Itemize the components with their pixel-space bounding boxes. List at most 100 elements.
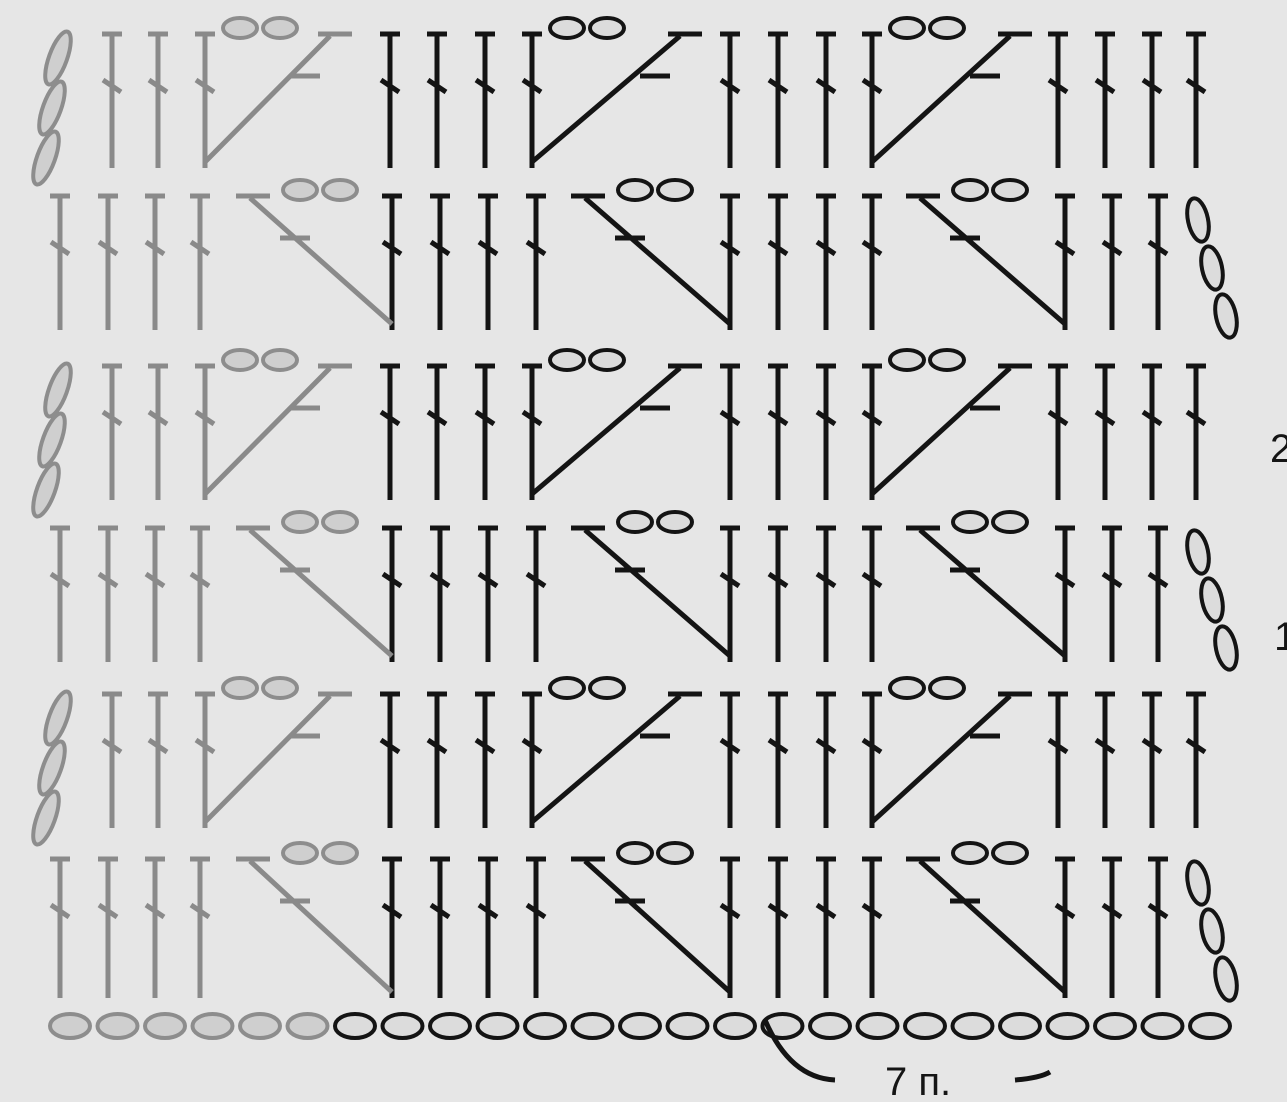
- double-crochet-stitch: [768, 196, 788, 330]
- row-3: [102, 350, 1206, 500]
- shell-group: [532, 350, 702, 494]
- double-crochet-stitch: [1142, 694, 1162, 828]
- shell-group: [236, 512, 392, 656]
- double-crochet-stitch: [98, 528, 118, 662]
- row-number-2: 2: [1270, 427, 1287, 471]
- double-crochet-stitch: [145, 196, 165, 330]
- chain-stitch: [550, 18, 584, 38]
- double-crochet-stitch: [526, 859, 546, 998]
- foundation-chain-stitch: [478, 1014, 518, 1038]
- foundation-chain: [50, 1014, 1230, 1038]
- chain-stitch: [283, 512, 317, 532]
- double-crochet-stitch: [195, 34, 215, 168]
- shell-group: [872, 350, 1032, 494]
- chain-stitch: [28, 461, 64, 520]
- shell-group: [906, 180, 1065, 324]
- double-crochet-stitch: [862, 859, 882, 998]
- foundation-chain-stitch: [1143, 1014, 1183, 1038]
- foundation-chain-stitch: [288, 1014, 328, 1038]
- double-crochet-stitch: [1055, 859, 1075, 998]
- shell-group: [872, 678, 1032, 822]
- chain-stitch: [34, 739, 70, 798]
- chain-stitch: [1212, 955, 1241, 1002]
- double-crochet-stitch: [522, 694, 542, 828]
- double-crochet-stitch: [1148, 196, 1168, 330]
- double-crochet-stitch: [862, 528, 882, 662]
- double-crochet-stitch: [475, 366, 495, 500]
- shell-group: [906, 512, 1065, 656]
- stitch-repeat-label: 7 п.: [885, 1060, 951, 1102]
- double-crochet-stitch: [190, 196, 210, 330]
- chain-stitch: [1198, 576, 1227, 623]
- double-crochet-stitch: [98, 196, 118, 330]
- turning-chain-right: [1184, 528, 1241, 671]
- turning-chain-right: [1184, 196, 1241, 339]
- foundation-chain-stitch: [1190, 1014, 1230, 1038]
- double-crochet-stitch: [1186, 34, 1206, 168]
- double-crochet-stitch: [1142, 366, 1162, 500]
- double-crochet-stitch: [50, 859, 70, 998]
- shell-group: [236, 180, 392, 324]
- foundation-chain-stitch: [810, 1014, 850, 1038]
- row-number-1: 1: [1274, 615, 1287, 659]
- chain-stitch: [223, 18, 257, 38]
- double-crochet-stitch: [478, 528, 498, 662]
- row-1: [102, 18, 1206, 168]
- double-crochet-stitch: [1095, 694, 1115, 828]
- chain-stitch: [890, 678, 924, 698]
- double-crochet-stitch: [1048, 34, 1068, 168]
- double-crochet-stitch: [720, 196, 740, 330]
- double-crochet-stitch: [862, 196, 882, 330]
- chain-stitch: [1212, 624, 1241, 671]
- double-crochet-stitch: [522, 34, 542, 168]
- double-crochet-stitch: [382, 859, 402, 998]
- foundation-chain-stitch: [715, 1014, 755, 1038]
- double-crochet-stitch: [1102, 859, 1122, 998]
- chain-stitch: [40, 29, 76, 88]
- double-crochet-stitch: [1055, 196, 1075, 330]
- double-crochet-stitch: [1048, 694, 1068, 828]
- double-crochet-stitch: [430, 859, 450, 998]
- double-crochet-stitch: [478, 859, 498, 998]
- double-crochet-stitch: [768, 366, 788, 500]
- foundation-chain-stitch: [1095, 1014, 1135, 1038]
- double-crochet-stitch: [380, 366, 400, 500]
- repeat-bracket-right: [1015, 1072, 1050, 1080]
- double-crochet-stitch: [50, 528, 70, 662]
- chain-stitch: [550, 678, 584, 698]
- chain-stitch: [323, 512, 357, 532]
- chain-stitch: [550, 350, 584, 370]
- double-crochet-stitch: [862, 34, 882, 168]
- turning-chain-right: [1184, 859, 1241, 1002]
- foundation-chain-stitch: [620, 1014, 660, 1038]
- double-crochet-stitch: [195, 366, 215, 500]
- double-crochet-stitch: [148, 366, 168, 500]
- chain-stitch: [590, 350, 624, 370]
- row-4: [50, 512, 1168, 662]
- shell-group: [906, 843, 1065, 992]
- double-crochet-stitch: [1148, 859, 1168, 998]
- double-crochet-stitch: [430, 528, 450, 662]
- shell-group: [571, 843, 730, 992]
- shell-group: [205, 678, 352, 822]
- chain-stitch: [283, 180, 317, 200]
- chain-stitch: [930, 18, 964, 38]
- double-crochet-stitch: [816, 694, 836, 828]
- shell-group: [532, 678, 702, 822]
- chain-stitch: [223, 678, 257, 698]
- double-crochet-stitch: [102, 366, 122, 500]
- chain-stitch: [930, 678, 964, 698]
- double-crochet-stitch: [427, 366, 447, 500]
- turning-chain-left: [28, 29, 76, 188]
- double-crochet-stitch: [148, 694, 168, 828]
- chart-rows: [50, 18, 1206, 998]
- foundation-chain-stitch: [905, 1014, 945, 1038]
- chain-stitch: [590, 18, 624, 38]
- double-crochet-stitch: [768, 34, 788, 168]
- row-6: [50, 843, 1168, 998]
- double-crochet-stitch: [195, 694, 215, 828]
- double-crochet-stitch: [816, 859, 836, 998]
- double-crochet-stitch: [427, 694, 447, 828]
- double-crochet-stitch: [148, 34, 168, 168]
